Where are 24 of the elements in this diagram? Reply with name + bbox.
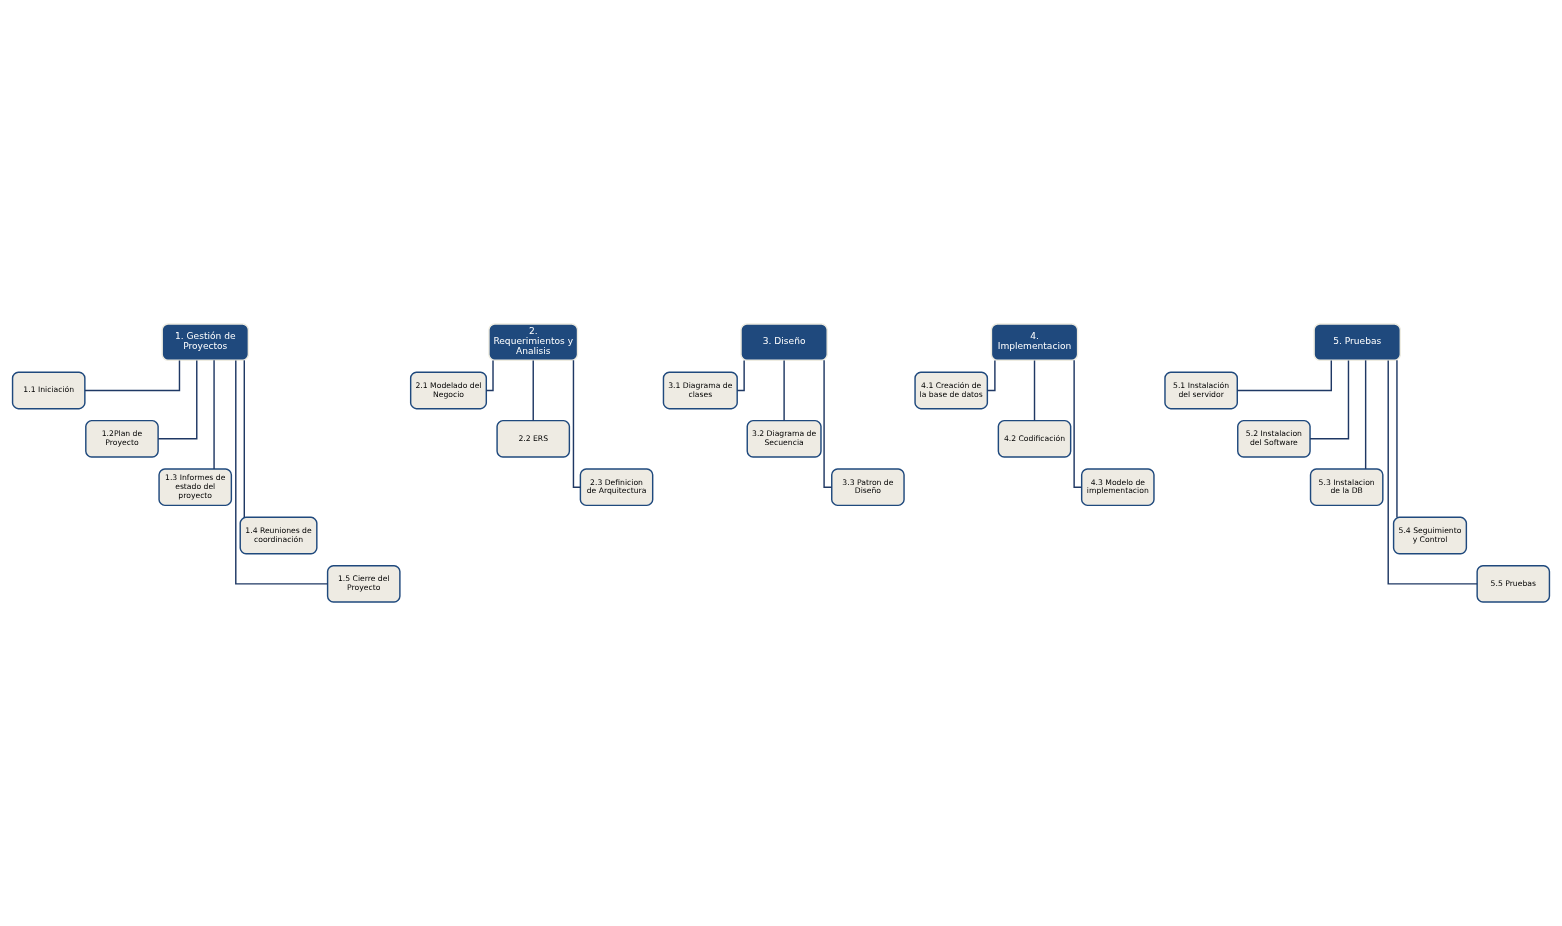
connector: [243, 359, 245, 518]
node-box: 3. Diseño: [740, 323, 828, 362]
connector: [485, 359, 494, 392]
connector: [783, 359, 785, 422]
connector: [1364, 359, 1367, 470]
connector: [157, 359, 198, 440]
connector: [823, 359, 833, 488]
connector: [736, 359, 745, 392]
connector: [1387, 359, 1478, 585]
connector: [235, 359, 329, 585]
connector: [1396, 359, 1398, 518]
node-box: 1. Gestión de Proyectos: [161, 323, 250, 362]
connector: [532, 359, 534, 422]
connector: [1309, 359, 1350, 440]
node-box: 5. Pruebas: [1313, 323, 1401, 362]
connector: [572, 359, 582, 488]
connector: [1236, 359, 1332, 392]
node-box: 2. Requerimientos y Analisis: [488, 323, 579, 362]
connector: [1033, 359, 1036, 422]
connector: [84, 359, 181, 392]
connector: [213, 359, 215, 470]
connector: [1073, 359, 1083, 488]
connector: [986, 359, 996, 392]
node-box: 4. Implementacion: [990, 323, 1079, 362]
